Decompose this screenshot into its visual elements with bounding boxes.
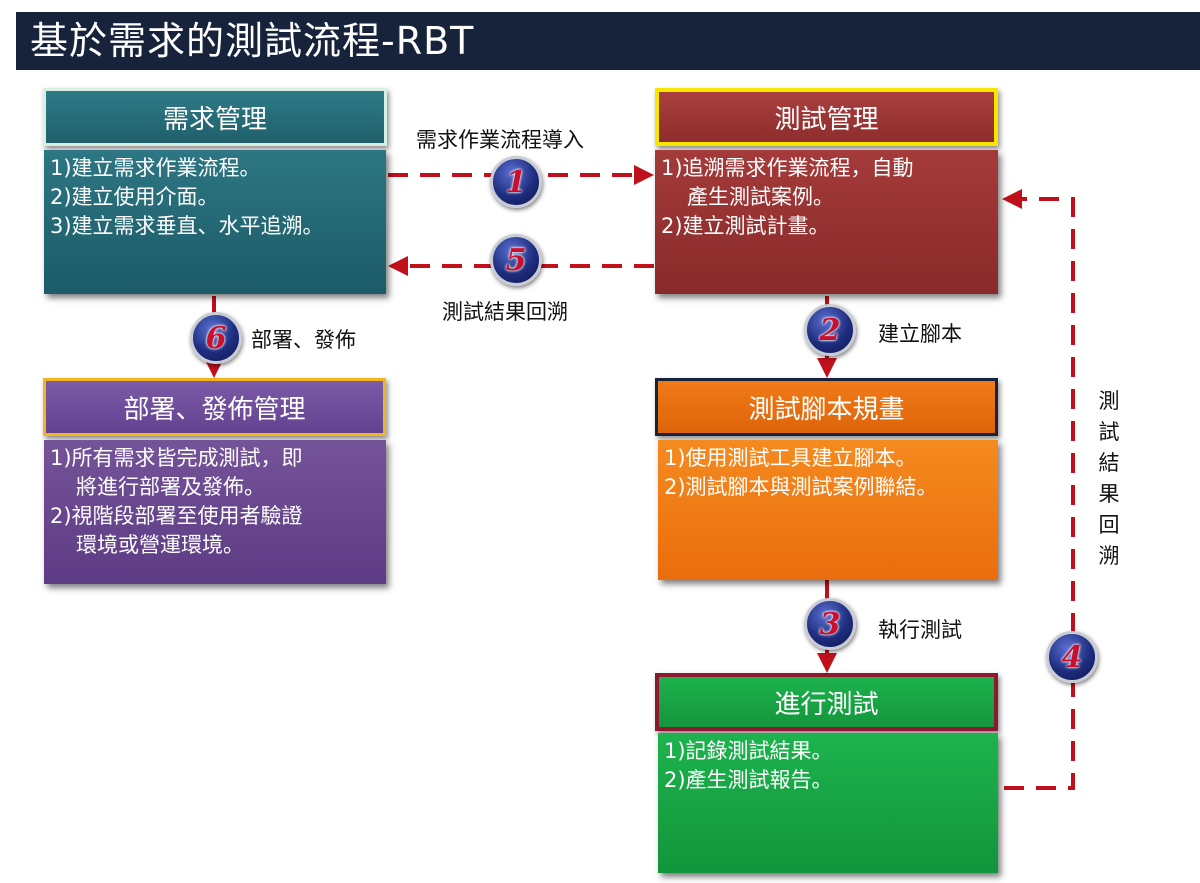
title-bar: 基於需求的測試流程-RBT [16, 12, 1200, 70]
test-mgmt-line-3: 2)建立測試計畫。 [661, 214, 830, 238]
step-1-badge: 1 [490, 156, 542, 208]
requirement-line-3: 3)建立需求垂直、水平追溯。 [50, 214, 324, 238]
execute-line-2: 2)產生測試報告。 [664, 768, 833, 792]
deploy-line-4: 環境或營運環境。 [76, 533, 244, 557]
step-3-badge: 3 [804, 598, 856, 650]
step-3-number: 3 [819, 606, 841, 642]
step-2-label: 建立腳本 [878, 322, 962, 346]
requirement-mgmt-body: 1)建立需求作業流程。 2)建立使用介面。 3)建立需求垂直、水平追溯。 [44, 150, 386, 294]
step-5-number: 5 [505, 242, 527, 278]
step-3-label: 執行測試 [878, 618, 962, 642]
page-title: 基於需求的測試流程-RBT [30, 19, 475, 63]
step-2-badge: 2 [804, 304, 856, 356]
requirement-line-2: 2)建立使用介面。 [50, 185, 219, 209]
test-mgmt-line-1: 1)追溯需求作業流程，自動 [661, 156, 914, 180]
script-planning-body: 1)使用測試工具建立腳本。 2)測試腳本與測試案例聯結。 [658, 440, 998, 580]
deploy-mgmt-body: 1)所有需求皆完成測試，即 將進行部署及發佈。 2)視階段部署至使用者驗證 環境… [44, 440, 386, 584]
step-6-number: 6 [205, 320, 227, 356]
execute-test-body: 1)記錄測試結果。 2)產生測試報告。 [658, 733, 998, 873]
step-4-number: 4 [1061, 639, 1083, 675]
deploy-line-2: 將進行部署及發佈。 [76, 475, 265, 499]
requirement-mgmt-header: 需求管理 [43, 88, 387, 146]
step-6-label: 部署、發佈 [251, 328, 356, 352]
deploy-line-1: 1)所有需求皆完成測試，即 [50, 446, 303, 470]
deploy-mgmt-header: 部署、發佈管理 [43, 378, 386, 436]
test-mgmt-body: 1)追溯需求作業流程，自動 產生測試案例。 2)建立測試計畫。 [655, 150, 998, 294]
step-2-number: 2 [819, 312, 841, 348]
step-4-badge: 4 [1046, 631, 1098, 683]
script-line-2: 2)測試腳本與測試案例聯結。 [664, 475, 938, 499]
execute-test-header: 進行測試 [655, 673, 998, 731]
deploy-line-3: 2)視階段部署至使用者驗證 [50, 504, 303, 528]
connector-step-4 [1002, 189, 1075, 790]
step-5-label: 測試結果回溯 [442, 300, 568, 324]
script-line-1: 1)使用測試工具建立腳本。 [664, 446, 917, 470]
step-1-label: 需求作業流程導入 [416, 128, 584, 152]
test-mgmt-line-2: 產生測試案例。 [687, 185, 834, 209]
step-6-badge: 6 [190, 312, 242, 364]
step-1-number: 1 [505, 164, 527, 200]
test-mgmt-header: 測試管理 [655, 88, 998, 146]
step-4-label: 測試結果回溯 [1098, 389, 1120, 568]
requirement-line-1: 1)建立需求作業流程。 [50, 156, 261, 180]
execute-line-1: 1)記錄測試結果。 [664, 739, 833, 763]
step-5-badge: 5 [490, 234, 542, 286]
script-planning-header: 測試腳本規畫 [655, 378, 998, 436]
